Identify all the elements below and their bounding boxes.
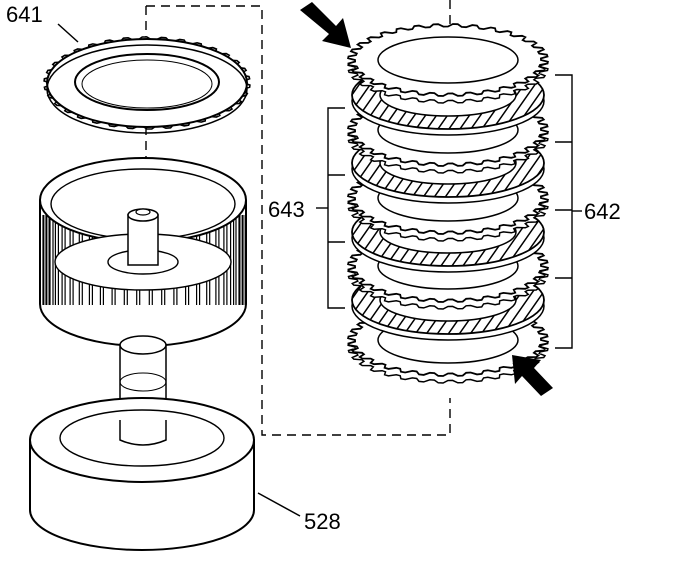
callout-643: 643: [268, 197, 305, 222]
clutch-plate-stack: [347, 23, 549, 384]
steel-plate: [347, 23, 549, 104]
callout-528: 528: [304, 509, 341, 534]
callout-642: 642: [584, 199, 621, 224]
pressure-plate-641: [43, 36, 251, 134]
arrow-top-left: [300, 2, 351, 48]
callout-641: 641: [6, 2, 43, 27]
hub-housing-528: [29, 397, 255, 551]
arrow-bottom-right: [512, 355, 553, 396]
